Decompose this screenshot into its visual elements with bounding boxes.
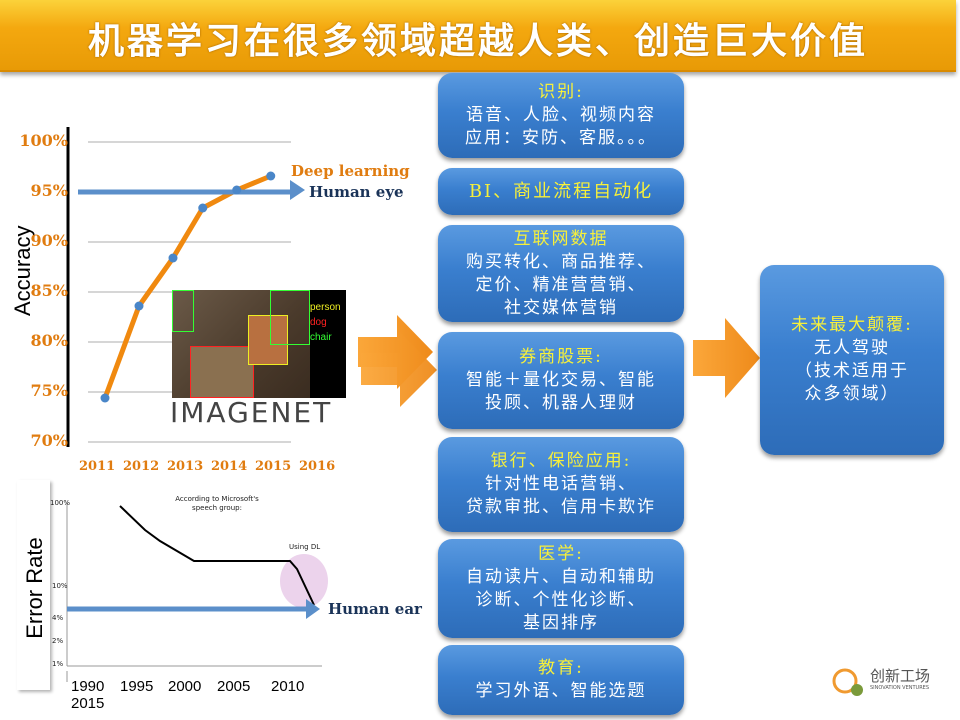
box-line: 诊断、个性化诊断、 xyxy=(475,589,647,610)
logo-text-cn: 创新工场 xyxy=(870,667,931,685)
human-eye-label: Human eye xyxy=(309,183,404,201)
future-line: （技术适用于 xyxy=(795,361,909,381)
tick: 4% xyxy=(52,614,64,622)
x-tick-label: 2011 xyxy=(79,459,116,474)
y-tick-label: 95% xyxy=(30,181,68,200)
box-heading: 券商股票: xyxy=(519,347,603,367)
box-line: 定价、精准营营销、 xyxy=(475,274,647,295)
y-tick-label: 75% xyxy=(30,381,68,400)
error-rate-chart xyxy=(66,503,328,682)
box-line: 购买转化、商品推荐、 xyxy=(466,251,656,272)
y-tick-label: 100% xyxy=(19,131,68,150)
arrow-right-icon xyxy=(358,315,437,407)
box-line: 基因排序 xyxy=(523,612,599,633)
box-line: 应用：安防、客服。。。 xyxy=(465,128,657,148)
box-line: 投顾、机器人理财 xyxy=(485,393,637,413)
error-rate-line xyxy=(119,505,315,606)
box-line: 贷款审批、信用卡欺诈 xyxy=(466,497,656,517)
data-point xyxy=(168,253,178,263)
title-bar: 机器学习在很多领域超越人类、创造巨大价值 xyxy=(0,0,956,72)
future-line: 众多领域） xyxy=(804,384,900,404)
domain-box: 识别: 语音、人脸、视频内容应用：安防、客服。。。 xyxy=(438,73,684,158)
deep-learning-line xyxy=(102,173,272,399)
domain-box: 券商股票: 智能＋量化交易、智能投顾、机器人理财 xyxy=(438,332,684,429)
sinovation-logo: 创新工场 SINOVATION VENTURES xyxy=(830,663,950,703)
x-tick-label: 2012 xyxy=(123,459,160,474)
imagenet-photo xyxy=(172,290,310,398)
box-line: 学习外语、智能选题 xyxy=(475,681,647,701)
year-tick: 1995 xyxy=(120,678,154,695)
data-point xyxy=(198,203,208,213)
box-line: 语音、人脸、视频内容 xyxy=(466,105,656,125)
box-heading: 医学: xyxy=(538,543,584,564)
year-tick: 2005 xyxy=(217,678,251,695)
future-heading: 未来最大颠覆: xyxy=(791,315,913,335)
dl-highlight xyxy=(280,554,328,608)
box-line: 智能＋量化交易、智能 xyxy=(466,370,656,390)
y-tick-label: 80% xyxy=(30,331,68,350)
tick: 1% xyxy=(52,660,64,668)
human-ear-label: Human ear xyxy=(328,600,422,618)
deep-learning-label: Deep learning xyxy=(291,162,410,180)
domain-box: 教育: 学习外语、智能选题 xyxy=(438,645,684,715)
label-person: person xyxy=(310,302,341,313)
imagenet-labels: person dog chair xyxy=(310,290,346,398)
box-line: 针对性电话营销、 xyxy=(485,474,637,494)
label-dog: dog xyxy=(310,317,327,328)
label-chair: chair xyxy=(310,332,332,343)
data-point xyxy=(266,171,276,181)
lightbulb-icon xyxy=(832,668,863,696)
box-heading: 银行、保险应用: xyxy=(490,451,632,471)
future-box: 未来最大颠覆: 无人驾驶 （技术适用于 众多领域） xyxy=(760,265,944,455)
domain-box: BI、商业流程自动化 xyxy=(438,168,684,215)
domain-box: 银行、保险应用: 针对性电话营销、贷款审批、信用卡欺诈 xyxy=(438,437,684,532)
y-tick-label: 85% xyxy=(30,281,68,300)
x-tick-label: 2016 xyxy=(299,459,336,474)
x-tick-label: 2013 xyxy=(167,459,204,474)
box-heading: 教育: xyxy=(538,658,584,678)
x-tick-label: 2015 xyxy=(255,459,292,474)
box-heading: 识别: xyxy=(538,82,584,102)
slide-title: 机器学习在很多领域超越人类、创造巨大价值 xyxy=(87,21,868,62)
box-line: 社交媒体营销 xyxy=(504,297,618,318)
tick: 2% xyxy=(52,637,64,645)
arrow-head xyxy=(290,180,305,200)
using-dl-label: Using DL xyxy=(289,543,321,551)
arrow-right-icon xyxy=(693,318,760,398)
year-tick: 1990 xyxy=(71,678,105,695)
error-rate-frame xyxy=(17,480,50,690)
y-tick-label: 90% xyxy=(30,231,68,250)
year-tick: 2000 xyxy=(168,678,202,695)
y-tick-label: 70% xyxy=(30,431,68,450)
logo-text-en: SINOVATION VENTURES xyxy=(870,685,930,691)
imagenet-logo: IMAGENET xyxy=(170,396,333,429)
microsoft-annotation: According to Microsoft's speech group: xyxy=(175,495,259,512)
domain-box: 互联网数据购买转化、商品推荐、定价、精准营营销、社交媒体营销 xyxy=(438,225,684,322)
tick: 10% xyxy=(52,582,68,590)
year-tick: 2015 xyxy=(71,695,105,712)
year-tick: 2010 xyxy=(271,678,305,695)
data-point xyxy=(100,393,110,403)
data-point xyxy=(134,301,144,311)
future-line: 无人驾驶 xyxy=(814,338,890,358)
box-line: 自动读片、自动和辅助 xyxy=(466,566,656,587)
tick: 100% xyxy=(50,499,71,507)
x-tick-label: 2014 xyxy=(211,459,248,474)
box-heading: 互联网数据 xyxy=(513,228,609,249)
domain-box: 医学:自动读片、自动和辅助诊断、个性化诊断、基因排序 xyxy=(438,539,684,638)
data-point xyxy=(232,185,242,195)
box-heading: BI、商业流程自动化 xyxy=(468,181,654,202)
